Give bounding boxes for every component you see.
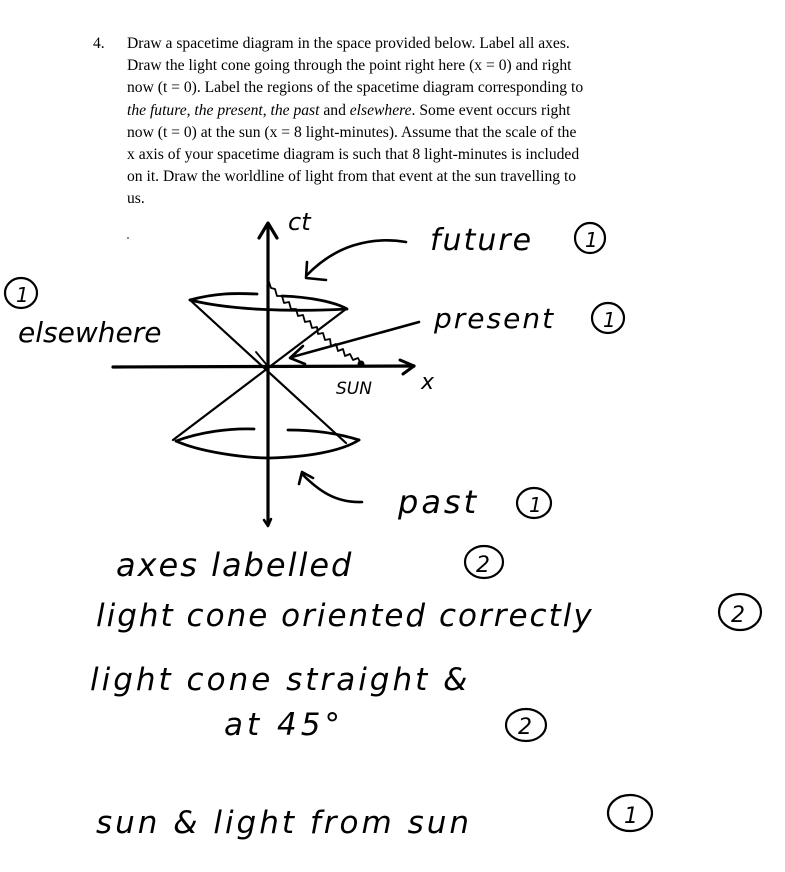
past-arrow bbox=[297, 470, 364, 504]
past-score: 1 bbox=[529, 493, 542, 517]
question-line-6: x axis of your spacetime diagram is such… bbox=[127, 146, 580, 164]
angle-score-circle bbox=[504, 707, 548, 743]
grading-score-sun: 1 bbox=[624, 804, 638, 829]
question-line-4: the future, the present, the past and el… bbox=[127, 101, 571, 119]
light-cone-lines bbox=[171, 298, 348, 445]
term-present: the present bbox=[194, 101, 263, 119]
term-past: the past bbox=[270, 101, 320, 119]
present-score-circle bbox=[590, 301, 626, 335]
ct-axis bbox=[257, 221, 279, 528]
x-axis-label: x bbox=[420, 370, 435, 395]
axes-score-circle bbox=[463, 544, 505, 580]
past-cone-ellipse bbox=[174, 427, 361, 460]
past-score-circle bbox=[515, 486, 553, 520]
future-label: future bbox=[430, 223, 533, 258]
question-line-3: now (t = 0). Label the regions of the sp… bbox=[127, 79, 584, 97]
light-worldline-from-sun bbox=[268, 281, 362, 365]
grading-item-axes: axes labelled bbox=[116, 546, 353, 584]
term-future: the future bbox=[127, 101, 187, 119]
question-line-5: now (t = 0) at the sun (x = 8 light-minu… bbox=[127, 123, 577, 141]
origin-tick bbox=[255, 351, 267, 365]
present-score: 1 bbox=[603, 308, 616, 332]
term-elsewhere: elsewhere bbox=[349, 101, 412, 119]
grading-item-straight: light cone straight & bbox=[90, 662, 470, 698]
grading-score-axes: 2 bbox=[476, 553, 490, 578]
question-line-2: Draw the light cone going through the po… bbox=[127, 57, 572, 75]
question-line-1: Draw a spacetime diagram in the space pr… bbox=[127, 35, 570, 52]
question-line-7: on it. Draw the worldline of light from … bbox=[127, 168, 577, 186]
grading-notes: axes labelled 2 light cone oriented corr… bbox=[90, 546, 745, 841]
grading-item-45deg: at 45° bbox=[224, 707, 344, 743]
sun-event-dot bbox=[357, 360, 365, 368]
ct-axis-label: ct bbox=[288, 208, 312, 236]
future-score: 1 bbox=[585, 228, 598, 252]
stray-mark bbox=[127, 237, 129, 239]
past-label: past bbox=[397, 483, 479, 521]
grading-score-orientation: 2 bbox=[731, 603, 745, 628]
question-number: 4. bbox=[93, 35, 105, 52]
sun-score-circle bbox=[606, 793, 654, 833]
sun-label: SUN bbox=[336, 379, 372, 399]
grading-score-45deg: 2 bbox=[518, 715, 532, 740]
question-text: Draw a spacetime diagram in the space pr… bbox=[127, 33, 757, 211]
future-cone-ellipse bbox=[188, 292, 349, 312]
elsewhere-label: elsewhere bbox=[18, 316, 161, 349]
present-arrow bbox=[288, 320, 421, 366]
orientation-score-circle bbox=[717, 592, 763, 632]
grading-item-sun: sun & light from sun bbox=[96, 805, 472, 841]
score-circles bbox=[3, 221, 763, 833]
future-arrow bbox=[304, 239, 408, 282]
elsewhere-score: 1 bbox=[16, 283, 29, 307]
present-label: present bbox=[433, 302, 555, 335]
question-line-8: us. bbox=[127, 190, 145, 208]
elsewhere-score-circle bbox=[3, 276, 39, 310]
grading-item-orientation: light cone oriented correctly bbox=[96, 598, 594, 634]
future-score-circle bbox=[573, 221, 607, 255]
